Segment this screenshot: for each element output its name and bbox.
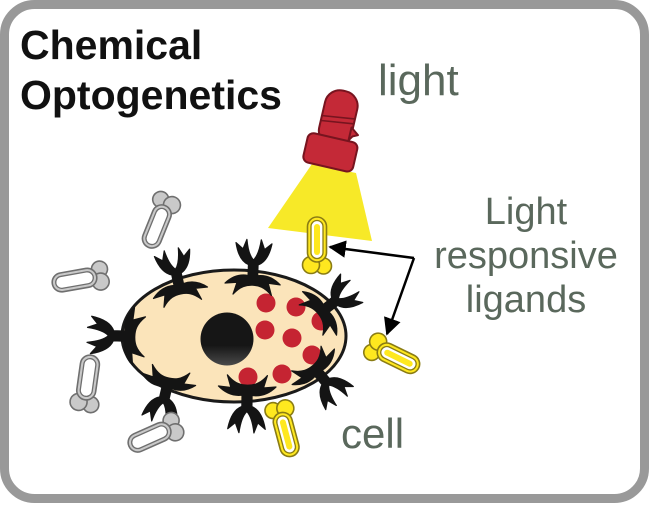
ligands-label-line-3: ligands	[465, 279, 587, 321]
title-line-1: Chemical	[20, 22, 203, 68]
annotation-arrows	[328, 240, 416, 336]
ligand-gray-icon	[68, 353, 106, 414]
signal-dot	[286, 297, 306, 317]
flashlight-head	[302, 132, 359, 173]
arrow-to-beam-ligand	[328, 240, 415, 260]
signal-dot	[302, 345, 322, 365]
light-beam	[268, 164, 372, 241]
ligands-label-line-2: responsive	[434, 235, 618, 277]
signal-dot	[238, 367, 258, 387]
signal-dot	[255, 320, 275, 340]
flashlight-switch	[347, 126, 359, 142]
flashlight-grip-line	[321, 119, 354, 125]
signal-dot	[256, 293, 276, 313]
ligand-gray-icon	[123, 409, 187, 460]
light-responsive-ligands-label: Light responsive ligands	[410, 190, 642, 322]
light-label: light	[378, 56, 459, 105]
ligand-yellow-icon	[302, 217, 332, 274]
title-line-2: Optogenetics	[20, 72, 282, 118]
signal-dots	[238, 293, 331, 387]
ligand-yellow-icon	[361, 330, 426, 382]
flashlight-icon	[302, 89, 359, 173]
signal-dot	[282, 328, 302, 348]
ligands-label-line-1: Light	[484, 191, 568, 233]
ligand-yellow-icon	[263, 397, 306, 460]
ligand-gray-icon	[134, 189, 184, 253]
flashlight-grip-line	[322, 114, 355, 120]
cell-label: cell	[341, 410, 405, 457]
figure-title: Chemical Optogenetics	[20, 20, 282, 120]
cell-nucleus	[200, 312, 254, 366]
signal-dot	[272, 364, 292, 384]
arrow-to-free-ligand	[384, 257, 416, 336]
ligand-gray-icon	[49, 259, 112, 299]
